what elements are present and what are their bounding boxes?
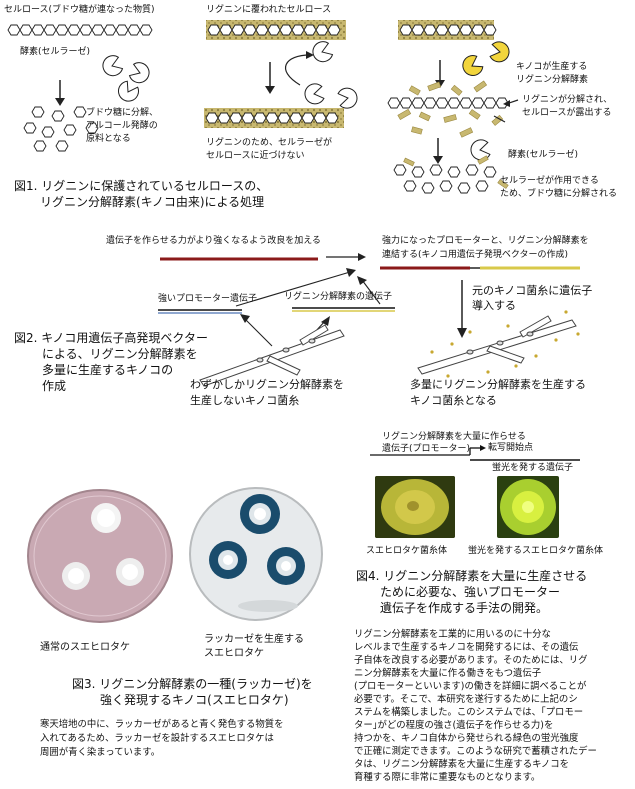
- fluor-mycelium-photo: [497, 476, 559, 538]
- start-label: 転写開始点: [488, 443, 533, 454]
- paragraph-line: レベルまで生産するキノコを開発するには、その遺伝: [354, 641, 578, 655]
- fig3-note-3: 周囲が青く染まっています。: [40, 746, 160, 760]
- paragraph-line: ター｣がどの程度の強さ(遺伝子を作らせる力)を: [354, 719, 553, 733]
- fig4-caption-1: 図4. リグニン分解酵素を大量に生産させる: [356, 568, 587, 584]
- mycelium-label: スエヒロタケ菌糸体: [366, 546, 447, 557]
- paragraph-line: ニン分解酵素を大量に作る働きをもつ遺伝子: [354, 667, 541, 681]
- normal-label: 通常のスエヒロタケ: [40, 642, 130, 654]
- paragraph-line: 子自体を改良する必要があります。そのためには、リグ: [354, 654, 587, 668]
- gene-label: 遺伝子(プロモーター): [382, 444, 470, 455]
- fig3-caption-1: 図3. リグニン分解酵素の一種(ラッカーゼ)を: [72, 676, 313, 692]
- fluor-gene-label: 蛍光を発する遺伝子: [492, 463, 573, 474]
- paragraph-line: (プロモーターといいます)の働きを詳細に調べることが: [354, 680, 586, 694]
- paragraph-line: 育種する際に非常に重要なものとなります。: [354, 771, 540, 785]
- paragraph-line: 必要です。そこで、本研究を遂行するために上記のシ: [354, 693, 578, 707]
- fig4-caption-2: ために必要な、強いプロモーター: [380, 584, 560, 600]
- paragraph-line: で正確に測定できます。このような研究で蓄積されたデー: [354, 745, 597, 759]
- paragraph-line: タは、リグニン分解酵素を大量に生産するキノコを: [354, 758, 569, 772]
- figure-4-graphics: [0, 0, 635, 480]
- fig3-caption-2: 強く発現するキノコ(スエヒロタケ): [100, 692, 289, 708]
- fluor-mycelium-label: 蛍光を発するスエヒロタケ菌糸体: [468, 546, 603, 557]
- laccase-label-1: ラッカーゼを生産する: [204, 634, 304, 646]
- arrow-right-icon: [480, 445, 486, 451]
- mass-label: リグニン分解酵素を大量に作らせる: [382, 432, 526, 443]
- paragraph-line: 持つかを、キノコ自体から発せられる緑色の蛍光強度: [354, 732, 578, 746]
- paragraph-line: ステムを構築しました。このシステムでは、｢プロモー: [354, 706, 583, 720]
- fig4-caption-3: 遺伝子を作成する手法の開発。: [380, 600, 548, 616]
- paragraph-line: リグニン分解酵素を工業的に用いるのに十分な: [354, 628, 551, 642]
- fig3-note-1: 寒天培地の中に、ラッカーゼがあると青く発色する物質を: [40, 718, 283, 732]
- fig3-note-2: 入れてあるため、ラッカーゼを設計するスエヒロタケは: [40, 732, 274, 746]
- mycelium-photo: [375, 476, 455, 538]
- laccase-label-2: スエヒロタケ: [204, 648, 264, 660]
- laccase-petri-photo: [186, 484, 326, 624]
- normal-petri-photo: [22, 484, 178, 624]
